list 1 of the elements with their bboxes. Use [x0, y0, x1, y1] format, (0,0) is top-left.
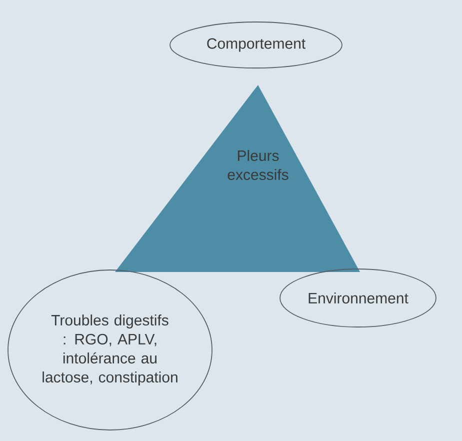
triangle: Pleurs excessifs: [115, 85, 360, 272]
